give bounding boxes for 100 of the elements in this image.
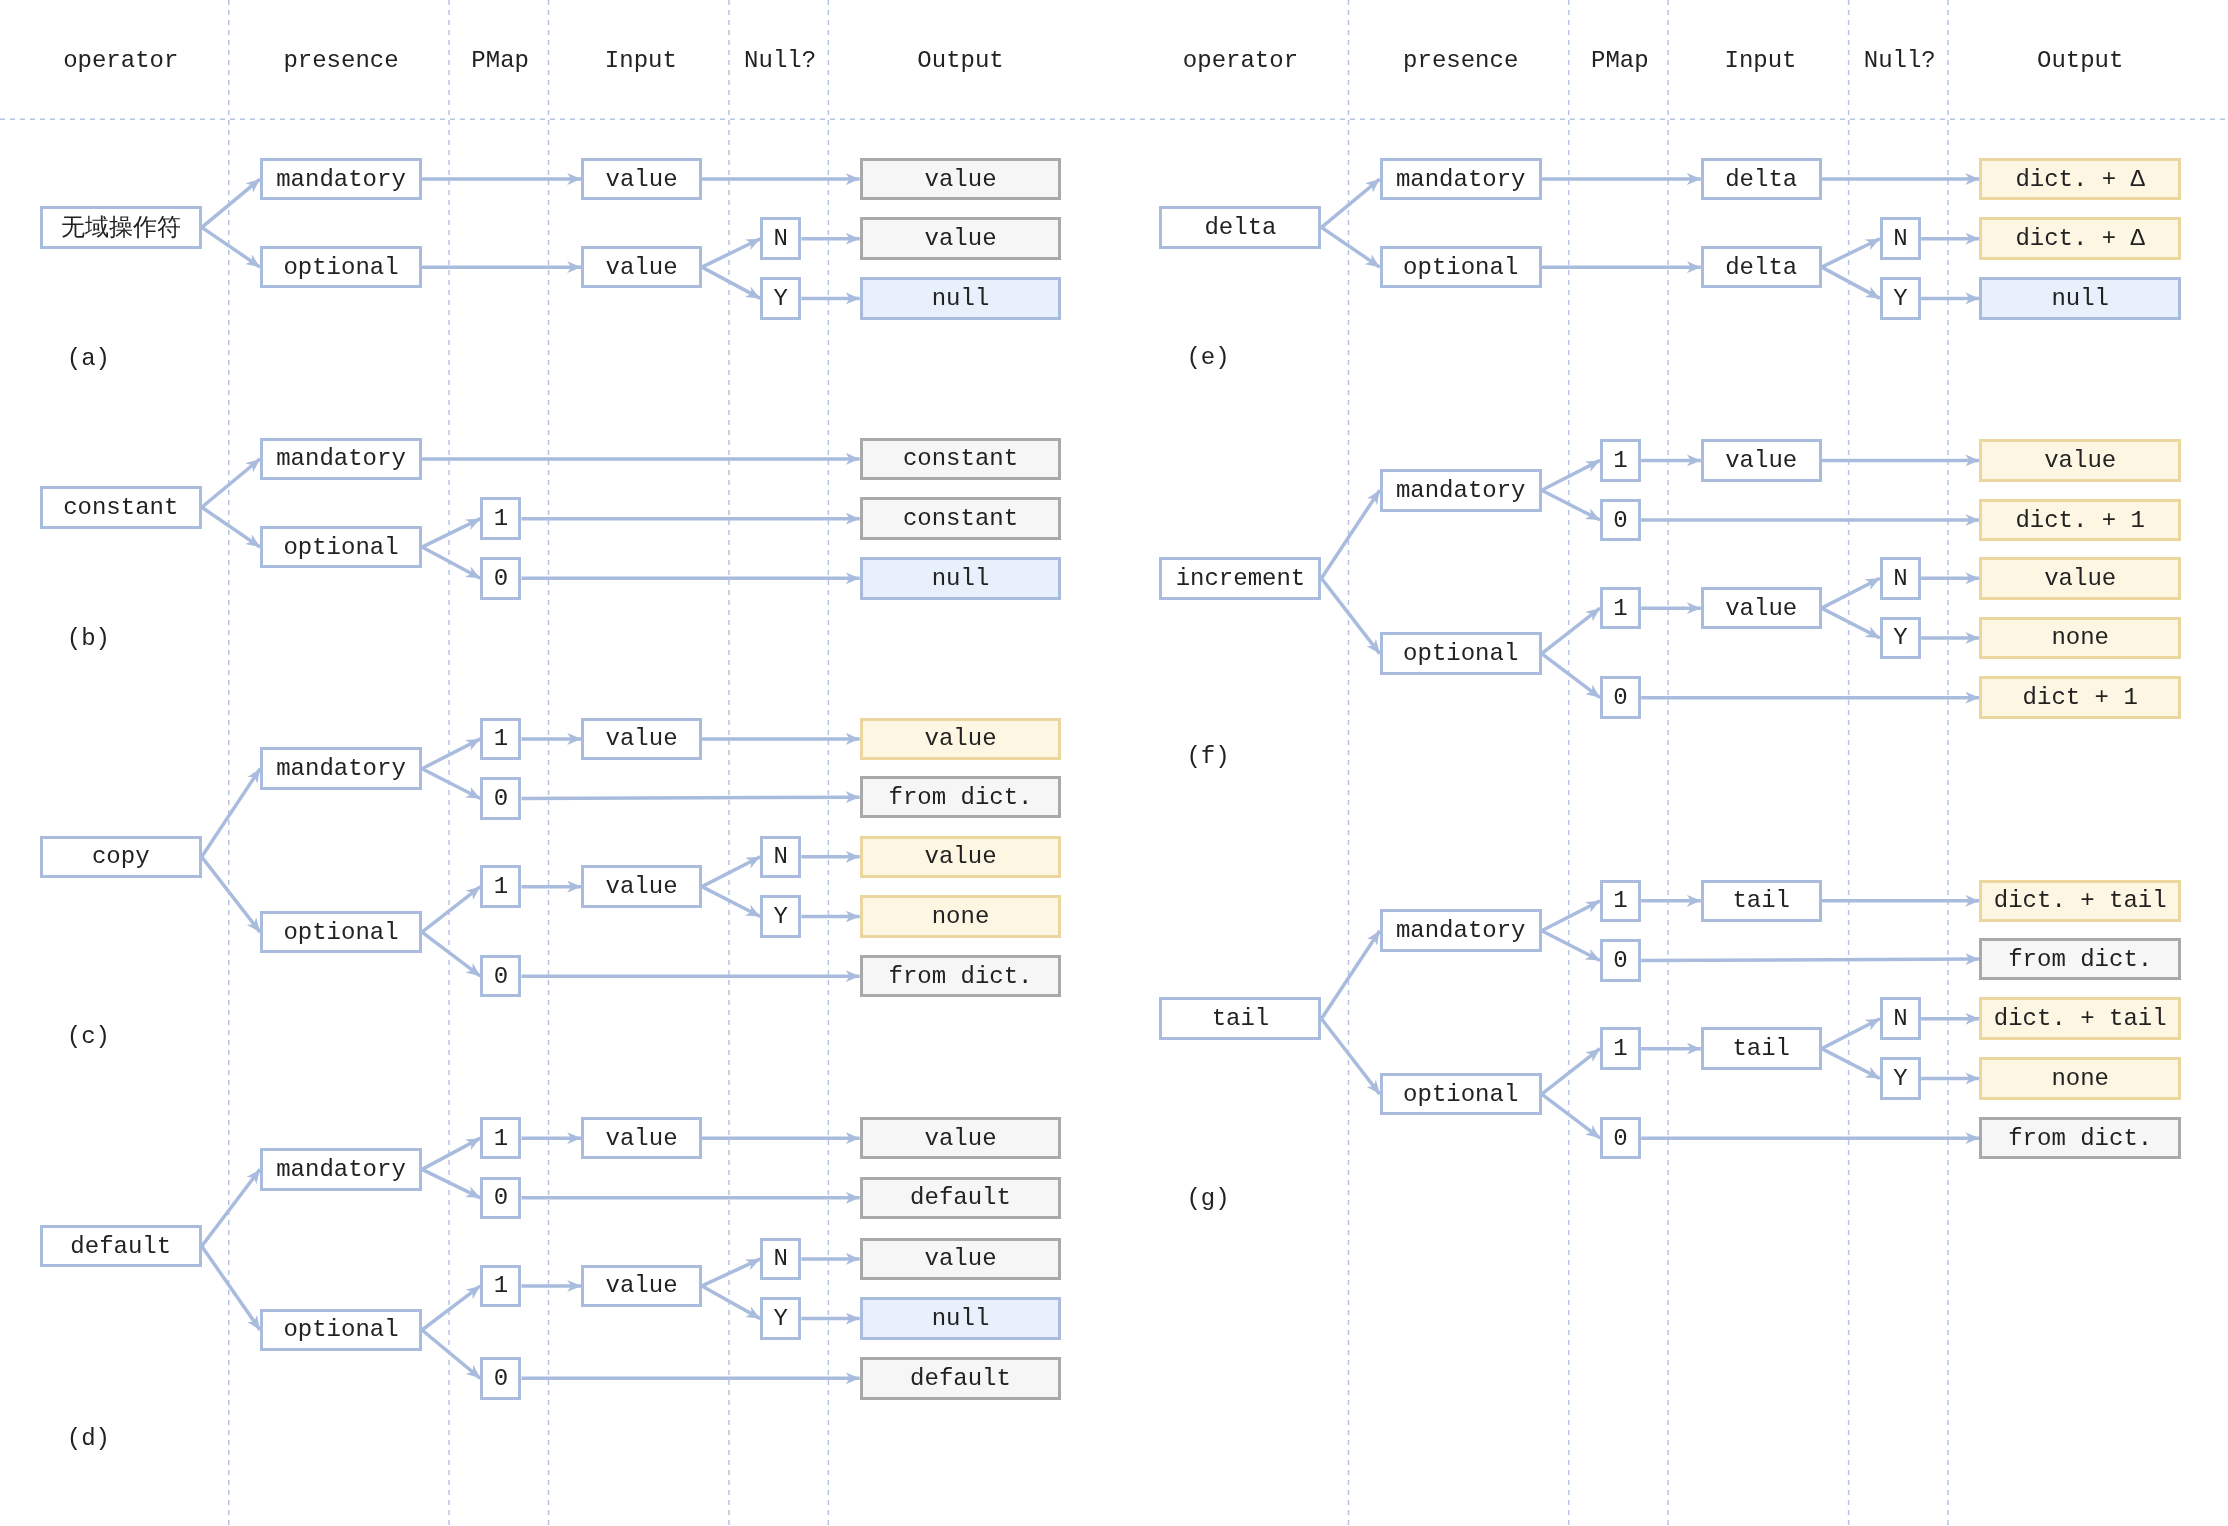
arrow bbox=[420, 1328, 482, 1380]
arrow bbox=[420, 1284, 482, 1332]
arrow bbox=[1540, 929, 1601, 963]
arrow bbox=[200, 505, 261, 549]
operator-box: copy bbox=[39, 835, 202, 879]
arrow bbox=[421, 767, 482, 801]
column-header: Output bbox=[2037, 46, 2124, 74]
arrow bbox=[1820, 576, 1881, 610]
arrow bbox=[801, 1252, 860, 1265]
presence-box: mandatory bbox=[260, 157, 422, 201]
null-check-box: Y bbox=[1879, 616, 1922, 660]
arrow bbox=[1820, 265, 1881, 300]
output-box: null bbox=[1979, 277, 2182, 320]
arrow bbox=[701, 1257, 761, 1288]
arrow bbox=[801, 232, 860, 245]
arrow bbox=[521, 970, 860, 983]
arrow bbox=[521, 512, 860, 525]
arrow bbox=[521, 791, 860, 804]
arrow bbox=[1540, 488, 1601, 522]
presence-box: optional bbox=[260, 910, 422, 954]
input-box: value bbox=[581, 157, 702, 201]
operator-box: delta bbox=[1159, 206, 1322, 249]
arrow bbox=[200, 177, 262, 229]
output-box: from dict. bbox=[859, 775, 1062, 819]
input-box: tail bbox=[1700, 879, 1822, 923]
arrow bbox=[1641, 602, 1701, 615]
pmap-box: 1 bbox=[480, 497, 522, 540]
arrow bbox=[1921, 1012, 1980, 1025]
arrow bbox=[1540, 458, 1601, 492]
output-box: none bbox=[1979, 1057, 2182, 1100]
arrow bbox=[1541, 261, 1701, 274]
output-box: constant bbox=[859, 437, 1062, 481]
presence-box: mandatory bbox=[1379, 157, 1542, 201]
arrow bbox=[521, 732, 582, 745]
arrow bbox=[1540, 652, 1601, 700]
pmap-box: 1 bbox=[1599, 439, 1642, 482]
null-check-box: N bbox=[1879, 557, 1922, 600]
column-header: operator bbox=[1182, 46, 1299, 74]
arrow bbox=[1821, 173, 1980, 186]
arrow bbox=[420, 930, 482, 978]
pmap-box: 0 bbox=[480, 954, 522, 998]
output-box: null bbox=[859, 1297, 1062, 1340]
output-box: value bbox=[859, 717, 1062, 761]
arrow bbox=[1540, 899, 1601, 933]
arrow bbox=[1820, 237, 1881, 269]
arrow bbox=[200, 225, 261, 269]
arrow bbox=[421, 1167, 482, 1200]
presence-box: optional bbox=[260, 245, 422, 289]
arrow bbox=[521, 1279, 582, 1292]
output-box: none bbox=[859, 895, 1062, 938]
pmap-box: 0 bbox=[1599, 676, 1642, 719]
input-box: value bbox=[581, 1116, 702, 1160]
arrow bbox=[801, 910, 860, 923]
arrow bbox=[1320, 577, 1382, 655]
operator-box: increment bbox=[1159, 557, 1322, 600]
pmap-box: 0 bbox=[480, 557, 522, 600]
column-header: PMap bbox=[471, 46, 529, 74]
column-header: Null? bbox=[1863, 46, 1936, 74]
output-box: value bbox=[859, 157, 1062, 201]
null-check-box: Y bbox=[760, 895, 802, 938]
arrow bbox=[1320, 929, 1382, 1020]
pmap-box: 1 bbox=[1599, 586, 1642, 630]
arrow bbox=[421, 545, 482, 580]
input-box: delta bbox=[1700, 245, 1822, 289]
arrow bbox=[1921, 292, 1980, 305]
null-check-box: Y bbox=[1879, 277, 1922, 320]
column-header: Output bbox=[917, 46, 1004, 74]
presence-box: mandatory bbox=[260, 747, 422, 790]
null-check-box: N bbox=[760, 835, 802, 879]
panel-label: (a) bbox=[66, 344, 110, 372]
output-box: default bbox=[859, 1356, 1062, 1400]
output-box: from dict. bbox=[1979, 1116, 2182, 1160]
pmap-box: 0 bbox=[480, 777, 522, 820]
panel-label: (b) bbox=[66, 624, 110, 652]
arrow bbox=[1821, 454, 1980, 467]
input-box: tail bbox=[1700, 1027, 1822, 1070]
arrow bbox=[801, 850, 860, 863]
arrow bbox=[1820, 1047, 1881, 1081]
pmap-box: 1 bbox=[1599, 1027, 1642, 1070]
column-header: Null? bbox=[744, 46, 817, 74]
output-box: null bbox=[859, 557, 1062, 600]
presence-box: mandatory bbox=[260, 1148, 422, 1191]
arrow bbox=[701, 173, 860, 186]
pmap-box: 0 bbox=[1599, 498, 1642, 542]
panel-label: (f) bbox=[1186, 742, 1230, 770]
null-check-box: N bbox=[760, 1237, 802, 1281]
arrow bbox=[420, 885, 482, 934]
presence-box: mandatory bbox=[1379, 909, 1542, 952]
presence-box: optional bbox=[260, 1308, 422, 1352]
output-box: dict + 1 bbox=[1979, 676, 2182, 719]
output-box: none bbox=[1979, 616, 2182, 660]
pmap-box: 0 bbox=[1599, 1116, 1642, 1160]
arrow bbox=[1921, 632, 1980, 644]
input-box: value bbox=[581, 717, 702, 761]
arrow bbox=[1540, 1047, 1602, 1096]
arrow bbox=[1921, 572, 1980, 585]
arrow bbox=[701, 885, 761, 919]
output-box: dict. + tail bbox=[1979, 879, 2182, 923]
arrow bbox=[200, 855, 262, 934]
arrow bbox=[701, 855, 761, 889]
